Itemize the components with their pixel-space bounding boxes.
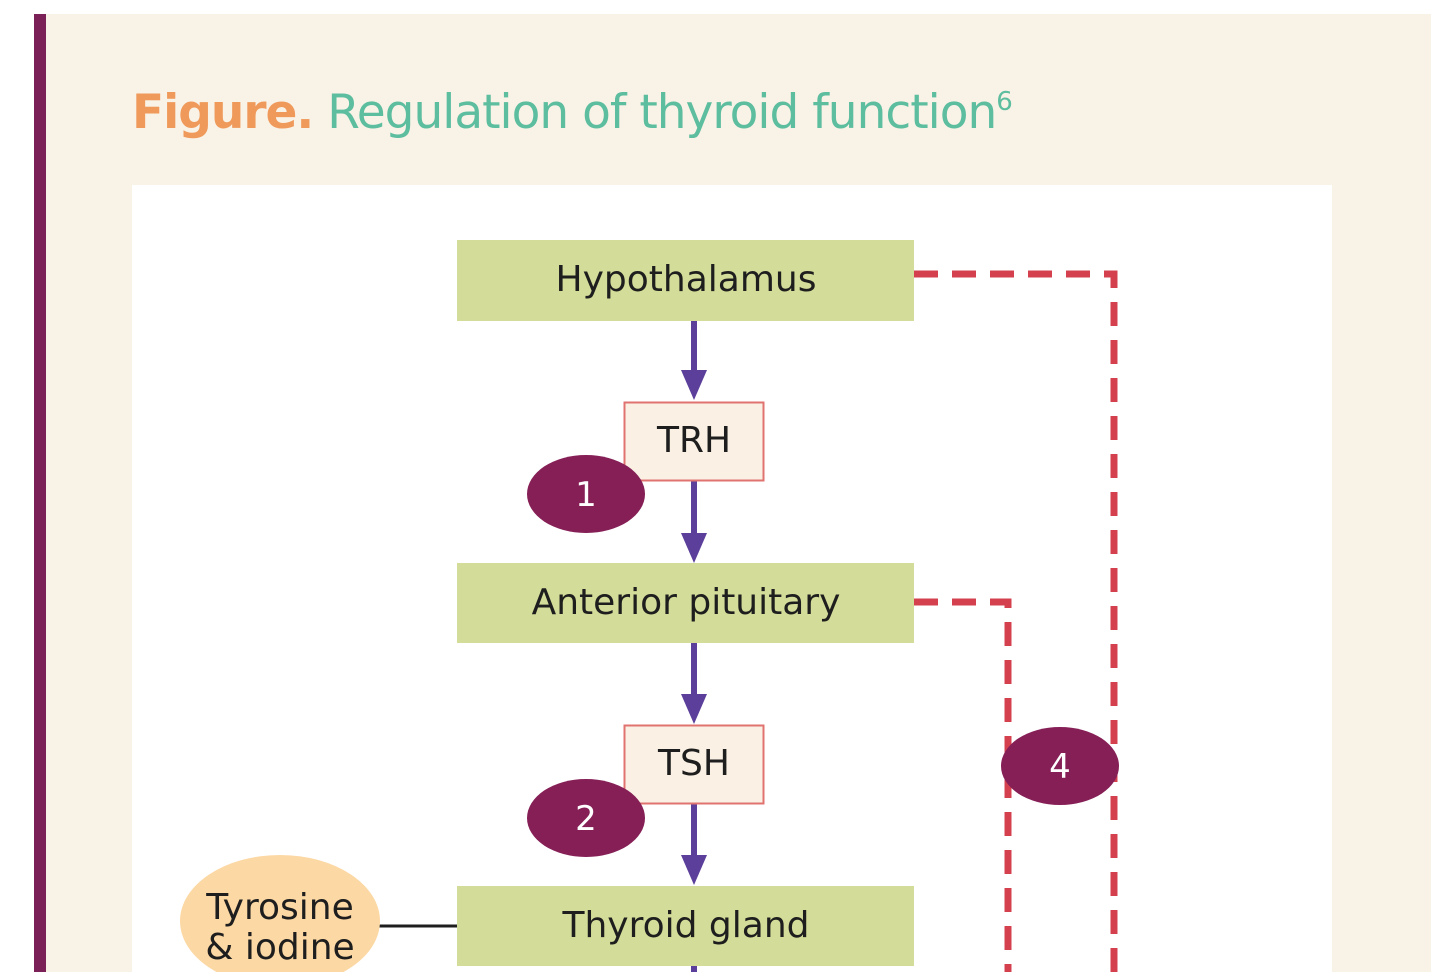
figure-title-text: Regulation of thyroid function: [327, 85, 997, 140]
trh-label: TRH: [656, 420, 731, 461]
step-badge-4-label: 4: [1049, 747, 1071, 787]
tsh-label: TSH: [657, 743, 730, 784]
trh-box: TRH: [623, 401, 765, 482]
step-badge-4: 4: [1001, 727, 1119, 805]
anterior-pituitary-box: Anterior pituitary: [457, 563, 914, 643]
figure-reference: 6: [996, 87, 1013, 117]
arrow-trh-to-anterior-pituitary: [681, 481, 707, 563]
feedback-line-anterior-pituitary: [914, 598, 1012, 972]
step-badge-2: 2: [527, 779, 645, 857]
figure-title: Figure. Regulation of thyroid function6: [132, 70, 1013, 140]
thyroid-gland-box: Thyroid gland: [457, 886, 914, 966]
arrow-tsh-to-thyroid-gland: [681, 804, 707, 885]
figure-label: Figure.: [132, 85, 314, 140]
step-badge-1: 1: [527, 455, 645, 533]
precursor-label-line1: Tyrosine: [205, 887, 353, 928]
tsh-box: TSH: [623, 724, 765, 805]
step-badge-2-label: 2: [575, 799, 597, 839]
step-badge-1-label: 1: [575, 475, 597, 515]
hypothalamus-label: Hypothalamus: [556, 259, 817, 300]
hypothalamus-box: Hypothalamus: [457, 240, 914, 321]
arrow-anterior-pituitary-to-tsh: [681, 643, 707, 724]
arrow-hypothalamus-to-trh: [681, 321, 707, 400]
feedback-line-hypothalamus: [914, 270, 1118, 972]
thyroid-gland-label: Thyroid gland: [561, 905, 809, 946]
precursor-label-line2: & iodine: [205, 927, 354, 968]
accent-bar: [34, 14, 46, 972]
anterior-pituitary-label: Anterior pituitary: [532, 582, 841, 623]
precursor-oval: Tyrosine & iodine: [180, 855, 380, 972]
